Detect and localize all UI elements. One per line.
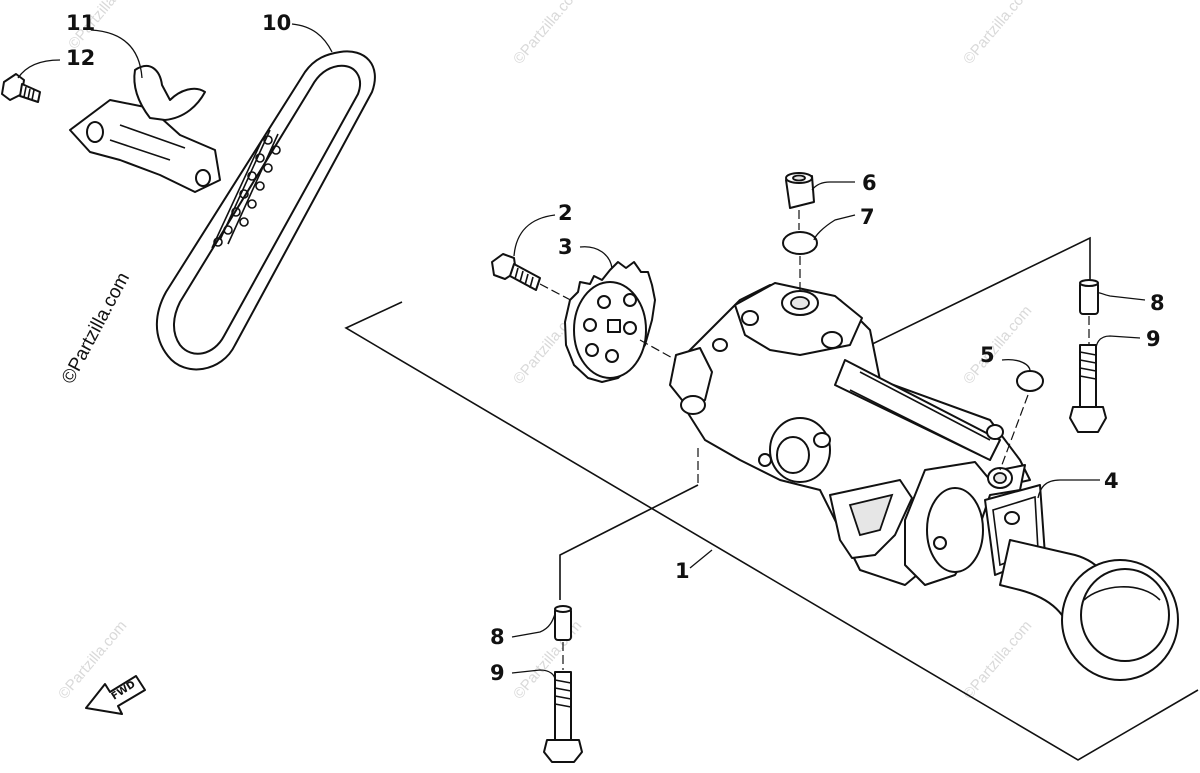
tensioner-bolt xyxy=(1,73,41,103)
callout-8-right: 8 xyxy=(1150,291,1165,315)
callout-10: 10 xyxy=(262,11,291,35)
callout-8-lower: 8 xyxy=(490,625,505,649)
callout-11: 11 xyxy=(66,11,95,35)
flange-bolt-lower xyxy=(543,671,583,763)
o-ring-top xyxy=(782,231,818,292)
callout-9-lower: 9 xyxy=(490,661,505,685)
side-watermark: ©Partzilla.com xyxy=(58,269,134,387)
dowel-pin-lower xyxy=(554,605,572,670)
callout-4: 4 xyxy=(1104,469,1119,493)
watermark: ©Partzilla.com xyxy=(960,617,1035,702)
leader-line xyxy=(559,484,699,600)
callout-9-right: 9 xyxy=(1146,327,1161,351)
assembly-boundary-top xyxy=(859,236,1091,351)
callout-5: 5 xyxy=(980,343,995,367)
collar-dowel xyxy=(785,172,815,230)
forward-direction-arrow: FWD xyxy=(85,675,146,715)
leader-lines xyxy=(17,23,1146,681)
callout-12: 12 xyxy=(66,46,95,70)
chain-tensioner xyxy=(69,65,221,193)
drive-chain xyxy=(155,50,376,371)
callout-3: 3 xyxy=(558,235,573,259)
oil-pump-body xyxy=(669,282,1031,586)
callout-2: 2 xyxy=(558,201,573,225)
oil-strainer-pickup xyxy=(984,484,1179,681)
pump-sprocket xyxy=(564,261,677,383)
sprocket-bolt xyxy=(491,253,581,306)
watermark: ©Partzilla.com xyxy=(510,617,585,702)
flange-bolt-right xyxy=(1069,344,1107,433)
dowel-pin-right xyxy=(1079,279,1099,345)
callout-1: 1 xyxy=(675,559,690,583)
chain-links xyxy=(211,129,281,249)
callout-7: 7 xyxy=(860,205,875,229)
watermark: ©Partzilla.com xyxy=(960,0,1035,68)
callout-6: 6 xyxy=(862,171,877,195)
watermark: ©Partzilla.com xyxy=(510,0,585,68)
assembly-boundary xyxy=(344,301,1199,761)
callout-numbers: 1 2 3 4 5 6 7 8 9 8 9 10 11 12 xyxy=(66,11,1165,685)
